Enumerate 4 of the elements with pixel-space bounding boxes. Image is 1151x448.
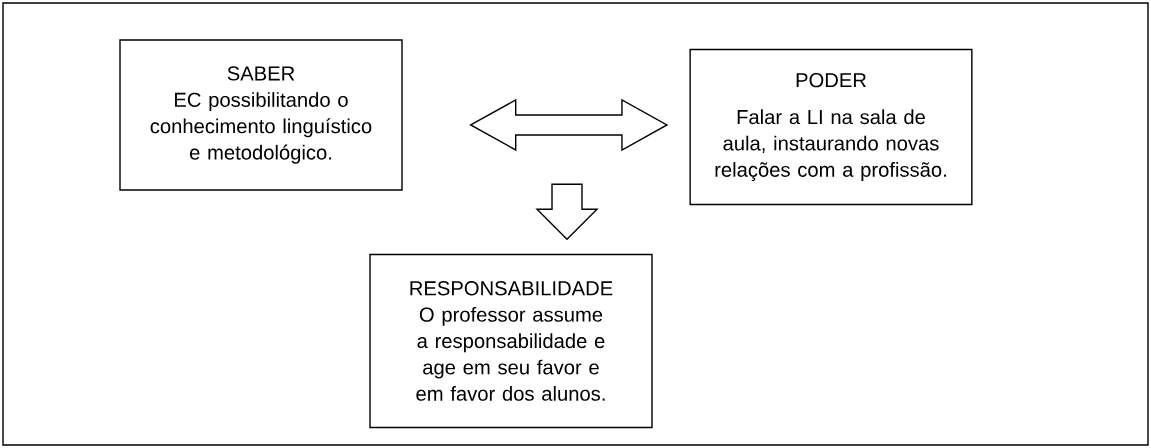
text-box: SABER EC possibilitando o conhecimento linguístico e metodológico. xyxy=(119,39,403,191)
text-box: RESPONSABILIDADE O professor assume a responsabilidade e age em seu favor e em favor dos alunos. xyxy=(369,253,653,429)
text-box: PODER Falar a LI na sala de aula, instaurando novas relações com a profissão. xyxy=(689,48,973,206)
block-arrow xyxy=(535,183,599,241)
